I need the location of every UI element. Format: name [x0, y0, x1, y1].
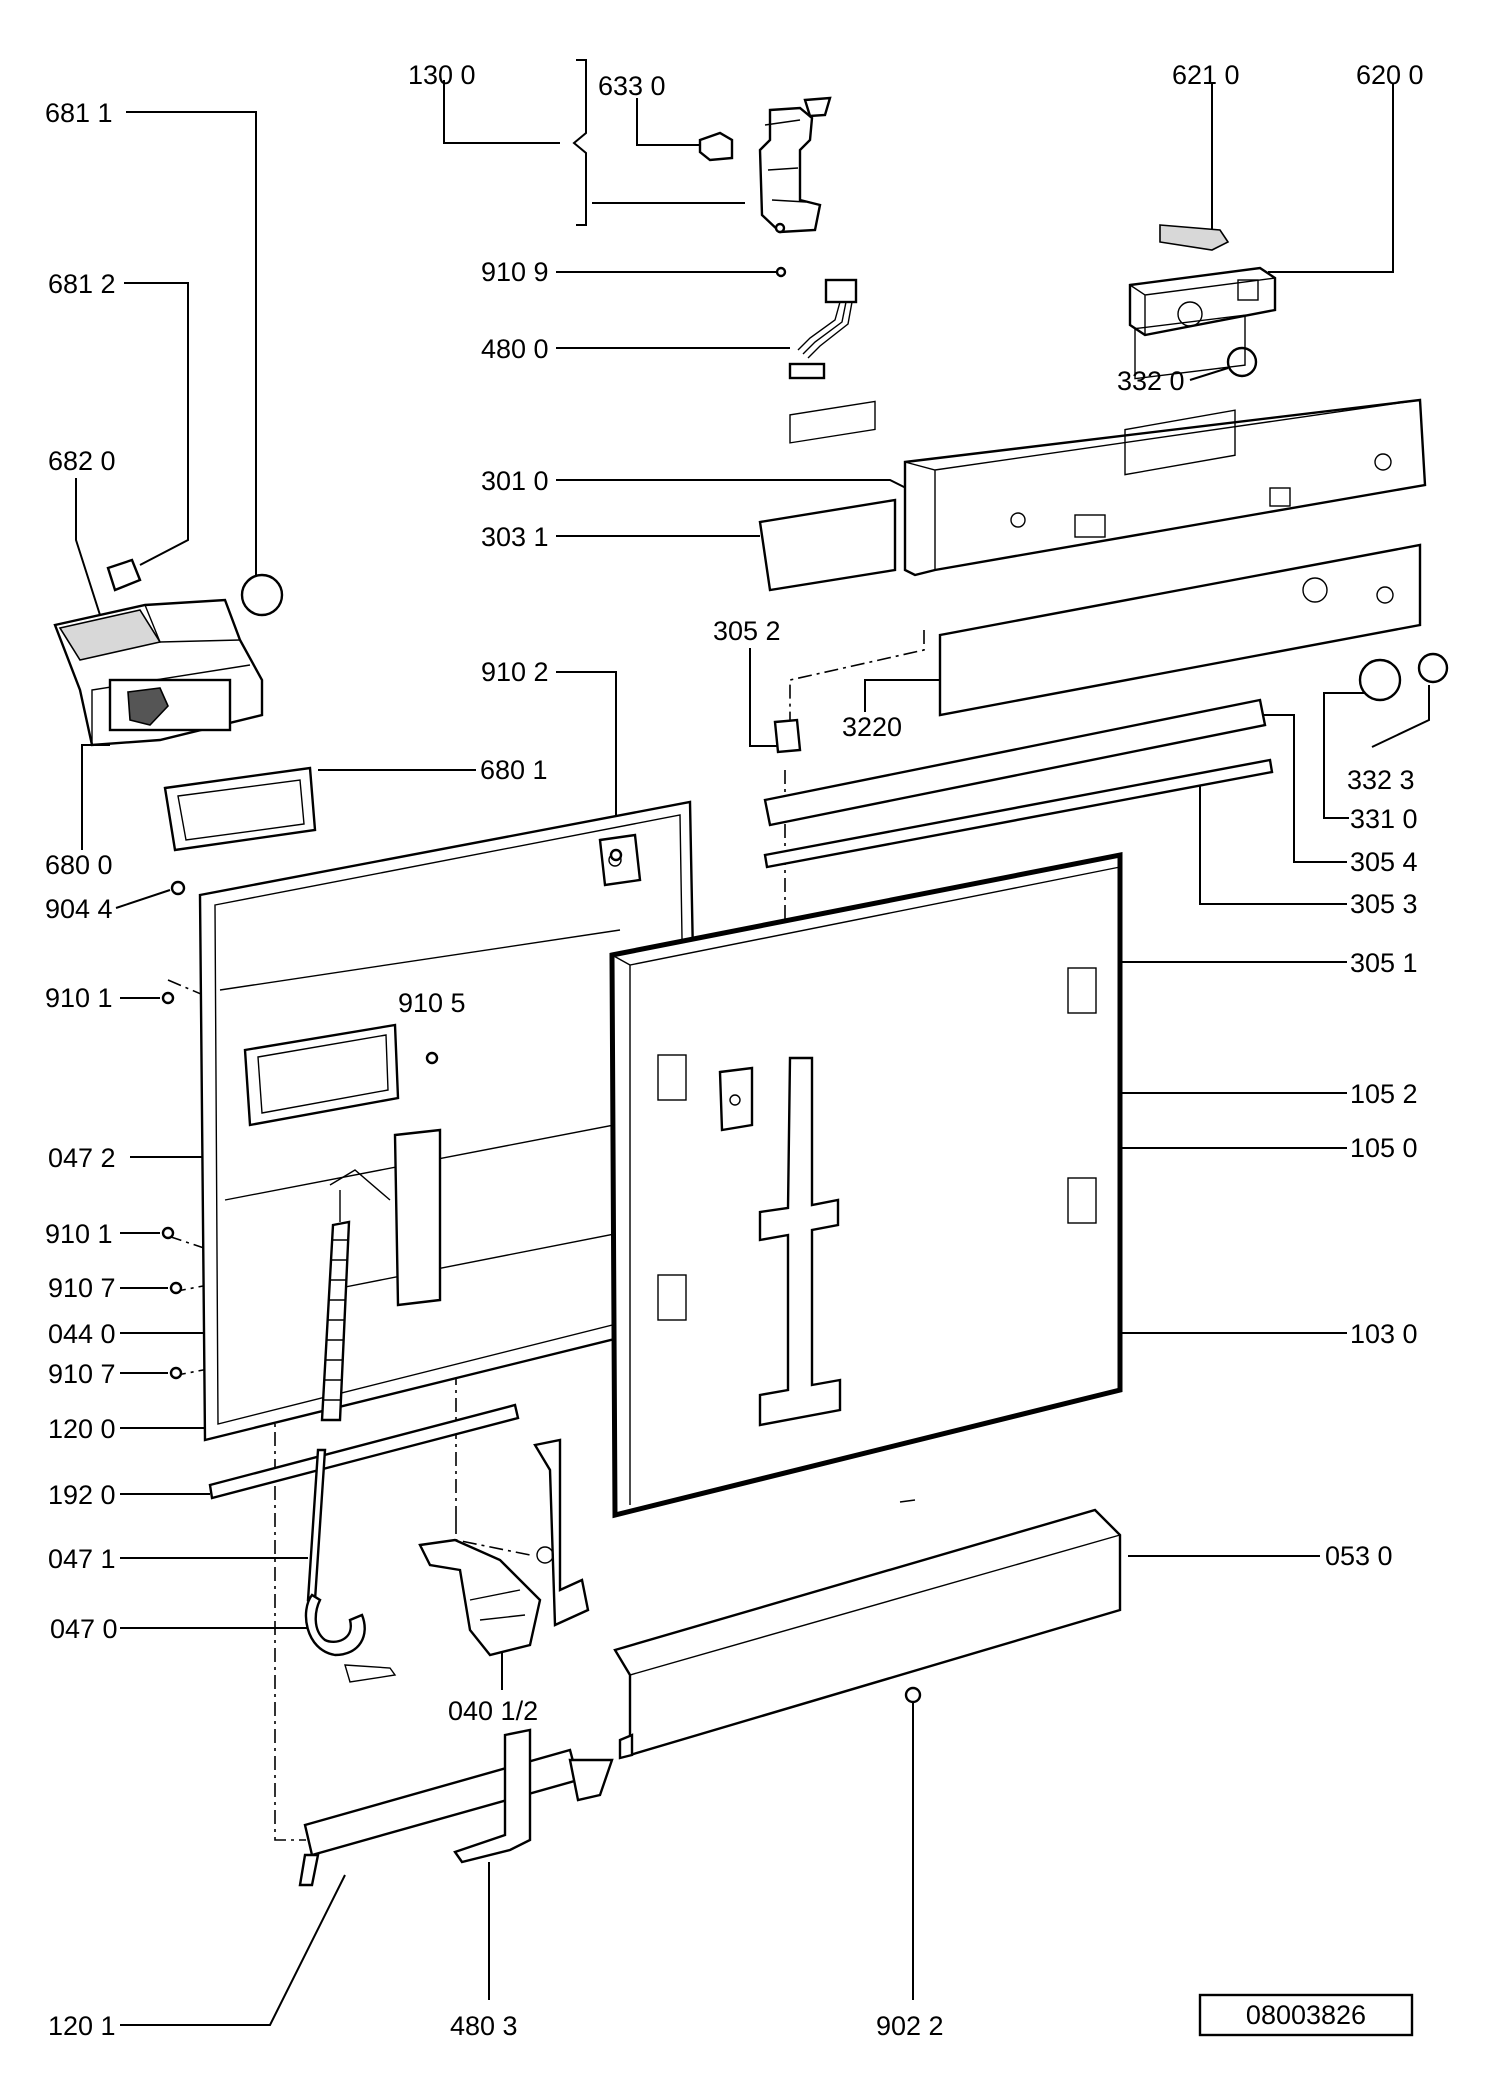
label-480-0: 480 0: [481, 334, 549, 364]
screw-904-4: [170, 880, 186, 896]
cap-681-1: [240, 573, 284, 617]
door-lock-assembly: [698, 96, 832, 234]
screw-910-2: [609, 848, 623, 862]
label-902-2: 902 2: [876, 2011, 944, 2041]
screw-910-9: [775, 266, 787, 278]
label-680-1: 680 1: [480, 755, 548, 785]
panel-overlay: [938, 409, 1422, 717]
screw-910-1-upper: [161, 991, 175, 1005]
label-910-9: 910 9: [481, 257, 549, 287]
bottom-plate: [298, 1748, 614, 1887]
label-910-2: 910 2: [481, 657, 549, 687]
part-labels: 130 0 633 0 681 1 621 0 620 0 910 9 480 …: [45, 60, 1424, 2041]
handle-303-1: [758, 400, 897, 592]
label-682-0: 682 0: [48, 446, 116, 476]
screw-910-1-lower: [161, 1226, 175, 1240]
outer-door-panel: [609, 851, 1123, 1519]
screw-910-7-lower: [169, 1366, 183, 1380]
cable-hook: [304, 1448, 397, 1683]
strip-305-3: [763, 758, 1274, 869]
label-103-0: 103 0: [1350, 1319, 1418, 1349]
label-047-1: 047 1: [48, 1544, 116, 1574]
drawing-number-box: 08003826: [1198, 1993, 1414, 2037]
knob-332-0: [1226, 346, 1258, 378]
label-910-1-lower: 910 1: [45, 1219, 113, 1249]
door-hinge: [418, 1438, 590, 1657]
screw-902-2: [904, 1686, 922, 1704]
label-301-0: 301 0: [481, 466, 549, 496]
label-303-1: 303 1: [481, 522, 549, 552]
label-332-3: 332 3: [1347, 765, 1415, 795]
detergent-dispenser: [53, 598, 264, 747]
knob-331-0: [1358, 658, 1402, 702]
label-040-1-2: 040 1/2: [448, 1696, 538, 1726]
label-910-7-lower: 910 7: [48, 1359, 116, 1389]
screw-910-5: [425, 1051, 439, 1065]
label-331-0: 331 0: [1350, 804, 1418, 834]
control-panel: [903, 314, 1427, 577]
label-910-1-upper: 910 1: [45, 983, 113, 1013]
label-621-0: 621 0: [1172, 60, 1240, 90]
label-044-0: 044 0: [48, 1319, 116, 1349]
label-105-0: 105 0: [1350, 1133, 1418, 1163]
label-053-0: 053 0: [1325, 1541, 1393, 1571]
label-480-3: 480 3: [450, 2011, 518, 2041]
label-047-2: 047 2: [48, 1143, 116, 1173]
label-681-2: 681 2: [48, 269, 116, 299]
label-620-0: 620 0: [1356, 60, 1424, 90]
drawing-number: 08003826: [1246, 2000, 1366, 2030]
bracket-480-3: [453, 1728, 532, 1864]
cable-harness: [788, 278, 858, 380]
clip-305-2: [773, 718, 802, 754]
label-305-3: 305 3: [1350, 889, 1418, 919]
clip-681-2: [106, 558, 142, 592]
label-130-0: 130 0: [408, 60, 476, 90]
label-332-0: 332 0: [1117, 366, 1185, 396]
label-3220: 3220: [842, 712, 902, 742]
knob-332-3: [1417, 652, 1449, 684]
label-680-0: 680 0: [45, 850, 113, 880]
board-621-0: [1159, 224, 1230, 251]
label-681-1: 681 1: [45, 98, 113, 128]
label-120-1: 120 1: [48, 2011, 116, 2041]
rail-305-4: [763, 698, 1267, 827]
label-305-4: 305 4: [1350, 847, 1418, 877]
label-305-2: 305 2: [713, 616, 781, 646]
label-192-0: 192 0: [48, 1480, 116, 1510]
screw-910-7-upper: [169, 1281, 183, 1295]
label-047-0: 047 0: [50, 1614, 118, 1644]
inner-door-panel: [198, 800, 702, 1442]
kick-plate: [613, 1508, 1122, 1760]
label-120-0: 120 0: [48, 1414, 116, 1444]
label-904-4: 904 4: [45, 894, 113, 924]
door-spring: [320, 1169, 391, 1422]
rail-192-0: [208, 1403, 520, 1500]
label-910-7-upper: 910 7: [48, 1273, 116, 1303]
label-305-1: 305 1: [1350, 948, 1418, 978]
label-105-2: 105 2: [1350, 1079, 1418, 1109]
label-910-5: 910 5: [398, 988, 466, 1018]
gasket-680-1: [163, 766, 317, 852]
control-module: [1128, 266, 1277, 337]
label-633-0: 633 0: [598, 71, 666, 101]
